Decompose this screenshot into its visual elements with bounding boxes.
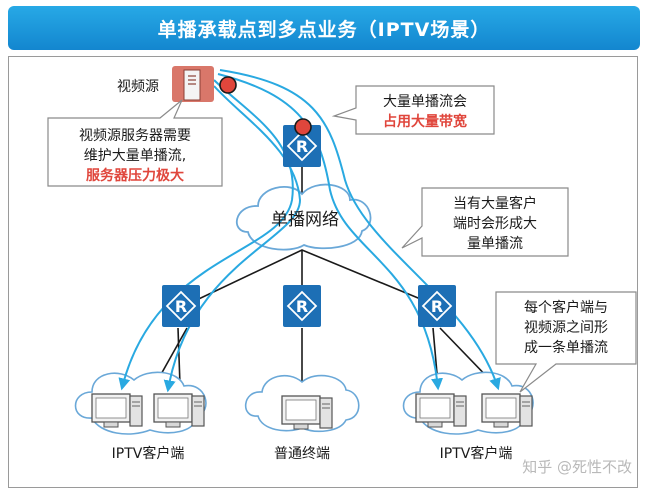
unicast-cloud [235, 183, 372, 251]
router-highlight-dot [294, 118, 312, 136]
normal-terminal-label: 普通终端 [274, 446, 330, 462]
per-client-line2: 视频源之间形 [524, 320, 608, 336]
many-clients-line1: 当有大量客户 [453, 195, 537, 212]
video-source-label: 视频源 [117, 79, 159, 95]
unicast-network-label: 单播网络 [271, 210, 339, 230]
per-client-callout: 每个客户端与 视频源之间形 成一条单播流 [495, 291, 637, 393]
router-label: R [296, 297, 308, 316]
middle-access-router: R [282, 284, 322, 328]
many-clients-callout: 当有大量客户 端时会形成大 量单播流 [401, 187, 569, 257]
page-title: 单播承载点到多点业务（IPTV场景） [8, 6, 640, 50]
bandwidth-callout-line1: 大量单播流会 [383, 94, 467, 110]
iptv-client-right-label: IPTV客户端 [440, 445, 513, 462]
per-client-line1: 每个客户端与 [524, 299, 608, 316]
bandwidth-callout: 大量单播流会 占用大量带宽 [331, 85, 495, 135]
video-source-server [172, 66, 214, 102]
router-label: R [296, 137, 308, 156]
left-access-router: R [161, 284, 201, 328]
server-callout-line2: 维护大量单播流, [84, 148, 186, 164]
right-access-router: R [417, 284, 457, 328]
server-callout-line3: 服务器压力极大 [86, 167, 184, 184]
core-router: R [282, 124, 322, 168]
iptv-client-pc [91, 393, 143, 428]
many-clients-line2: 端时会形成大 [453, 216, 537, 232]
bandwidth-callout-line2: 占用大量带宽 [383, 113, 467, 130]
iptv-client-pc [415, 393, 467, 428]
server-callout-line1: 视频源服务器需要 [79, 128, 191, 144]
iptv-client-pc [481, 393, 533, 428]
iptv-client-left-label: IPTV客户端 [112, 445, 185, 462]
diagram-frame [8, 56, 638, 488]
source-highlight-dot [219, 76, 237, 94]
iptv-client-pc [153, 393, 205, 428]
router-label: R [431, 297, 443, 316]
normal-terminal-pc [281, 395, 333, 430]
server-load-callout: 视频源服务器需要 维护大量单播流, 服务器压力极大 [47, 99, 223, 187]
unicast-flows [118, 69, 501, 393]
many-clients-line3: 量单播流 [467, 236, 523, 252]
router-label: R [175, 297, 187, 316]
watermark: 知乎 @死性不改 [522, 458, 632, 476]
per-client-line3: 成一条单播流 [524, 339, 608, 356]
